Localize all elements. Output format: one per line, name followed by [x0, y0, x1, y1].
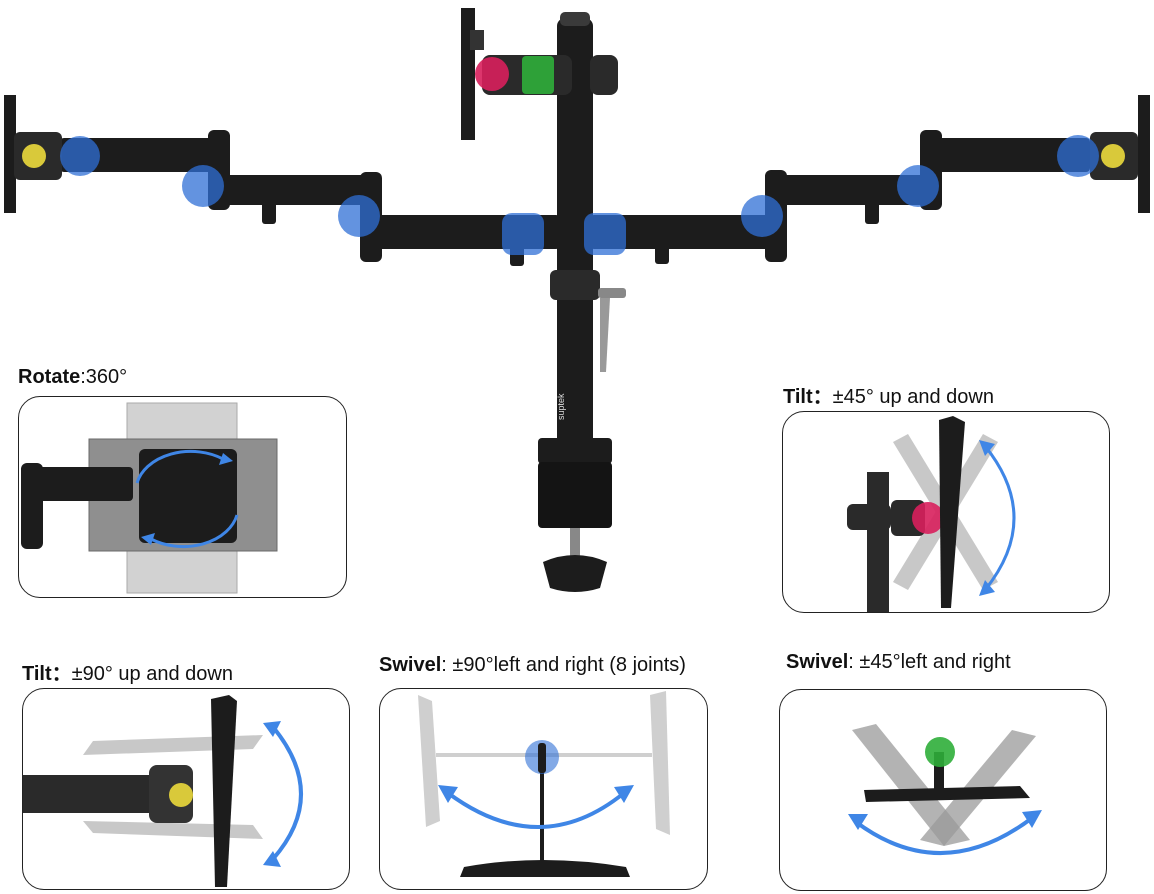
tilt45-panel [782, 411, 1110, 613]
left-monitor-plate [4, 95, 62, 213]
feature-value: 360° [85, 366, 128, 388]
height-collar [550, 270, 626, 372]
swivel45-illustration [848, 724, 1042, 855]
swivel45-panel [779, 689, 1107, 891]
brand-logo: suptek [556, 393, 566, 420]
center-pole [557, 12, 593, 458]
tilt90-illustration [23, 695, 303, 887]
desk-clamp [538, 438, 612, 592]
swivel-joints [60, 135, 1099, 255]
right-monitor-plate [1090, 95, 1150, 213]
swivel45-label: Swivel: ±45°left and right [786, 651, 1011, 673]
swivel90-illustration [418, 691, 670, 877]
rotate-illustration [21, 402, 278, 594]
tilt90-label: Tilt：±90° up and down [22, 663, 233, 685]
feature-name: Rotate [18, 366, 81, 388]
rotate-panel [18, 396, 347, 598]
right-arm [590, 130, 1090, 264]
swivel90-panel [379, 688, 708, 890]
left-arm [60, 130, 560, 266]
tilt45-illustration [847, 416, 1016, 612]
tilt90-panel [22, 688, 350, 890]
swivel-pivot-green [522, 56, 554, 94]
tilt-pivot-red [475, 57, 509, 91]
swivel90-label: Swivel: ±90°left and right (8 joints) [379, 654, 686, 676]
tilt45-label: Tilt：±45° up and down [783, 386, 994, 408]
rotate-label: Rotate:360° [18, 366, 128, 388]
